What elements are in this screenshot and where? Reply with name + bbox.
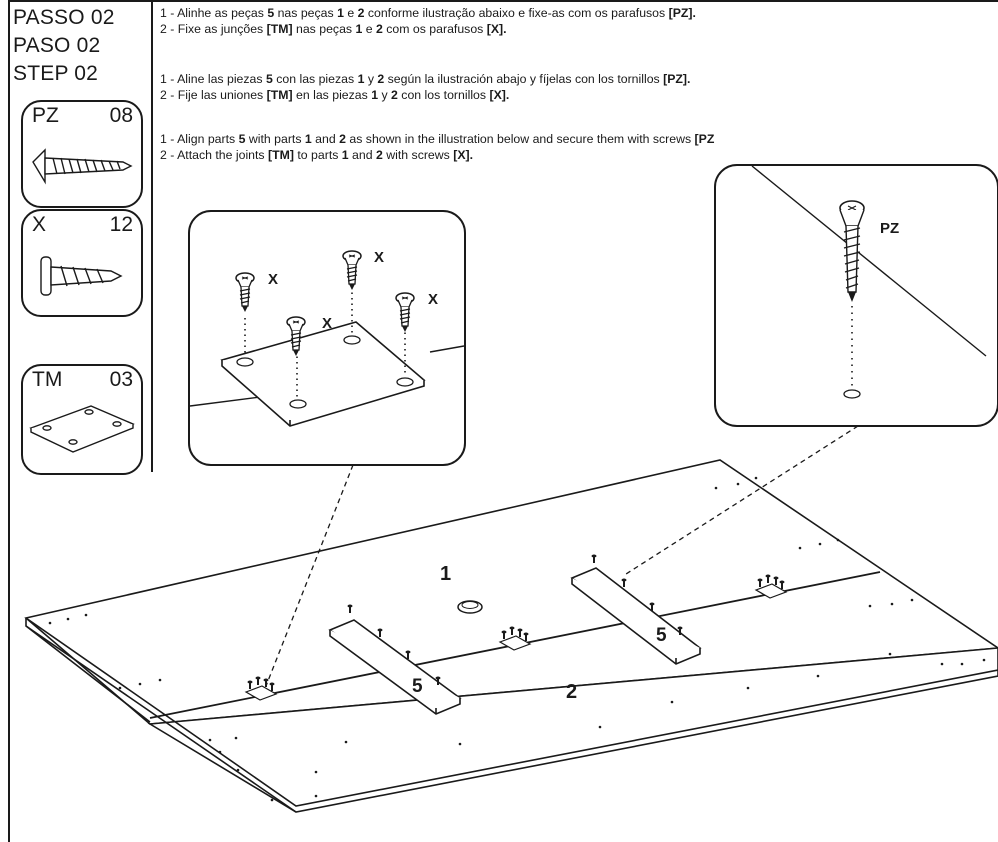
instruction-text: con las piezas bbox=[272, 72, 358, 86]
instruction-text: 2 - Attach the joints bbox=[160, 148, 268, 162]
instruction-emphasis: [X]. bbox=[489, 88, 510, 102]
instruction-emphasis: [TM] bbox=[266, 22, 293, 36]
board-part-5-right bbox=[570, 567, 702, 665]
board-holes bbox=[48, 476, 986, 802]
label-part-5-right: 5 bbox=[656, 625, 667, 646]
instruction-emphasis: 5 bbox=[267, 6, 275, 20]
instruction-emphasis: 1 bbox=[304, 132, 312, 146]
board-part-1 bbox=[24, 459, 998, 725]
hardware-code: X bbox=[32, 213, 47, 236]
instruction-emphasis: 2 bbox=[377, 72, 385, 86]
instruction-emphasis: 2 bbox=[391, 88, 398, 102]
instruction-emphasis: 1 bbox=[337, 6, 344, 20]
instruction-emphasis: 5 bbox=[238, 132, 246, 146]
instruction-pt-2: 2 - Fixe as junções [TM] nas peças 1 e 2… bbox=[160, 22, 507, 37]
label-part-2: 2 bbox=[566, 681, 577, 703]
instruction-emphasis: [PZ bbox=[694, 132, 715, 146]
instruction-emphasis: [PZ]. bbox=[668, 6, 696, 20]
instruction-text: y bbox=[364, 72, 378, 86]
label-x-3: X bbox=[428, 291, 438, 308]
leader-line-right bbox=[625, 425, 859, 575]
instruction-es-2: 2 - Fije las uniones [TM] en las piezas … bbox=[160, 88, 509, 103]
instruction-text: 1 - Aline las piezas bbox=[160, 72, 266, 86]
detail-box-pz: PZ bbox=[714, 164, 998, 427]
detail-box-joint: X X X X bbox=[188, 210, 466, 466]
instruction-emphasis: 2 bbox=[357, 6, 365, 20]
instruction-emphasis: [TM] bbox=[268, 148, 294, 162]
page-frame-top bbox=[8, 0, 998, 2]
instruction-emphasis: [X]. bbox=[453, 148, 474, 162]
hardware-card-pz: PZ 08 bbox=[21, 100, 143, 208]
instruction-text: and bbox=[311, 132, 340, 146]
step-heading-es: PASO 02 bbox=[13, 34, 101, 57]
leader-line-left bbox=[265, 464, 354, 687]
hardware-code: PZ bbox=[32, 104, 59, 127]
instruction-emphasis: 5 bbox=[265, 72, 273, 86]
instruction-emphasis: 1 bbox=[371, 88, 379, 102]
center-hole bbox=[457, 600, 483, 614]
instruction-text: com os parafusos bbox=[382, 22, 487, 36]
instruction-text: nas peças bbox=[292, 22, 356, 36]
hardware-qty: 08 bbox=[109, 104, 133, 127]
board-part-2 bbox=[25, 617, 998, 813]
instruction-emphasis: 1 bbox=[341, 148, 349, 162]
step-heading-en: STEP 02 bbox=[13, 62, 99, 85]
label-part-1: 1 bbox=[440, 563, 451, 585]
joint-plates-marks bbox=[244, 583, 788, 701]
instruction-es-1: 1 - Aline las piezas 5 con las piezas 1 … bbox=[160, 72, 690, 87]
hardware-qty: 12 bbox=[109, 213, 133, 236]
instruction-en-1: 1 - Align parts 5 with parts 1 and 2 as … bbox=[160, 132, 714, 147]
instruction-text: y bbox=[378, 88, 392, 102]
instruction-text: con los tornillos bbox=[397, 88, 490, 102]
instruction-text: 2 - Fije las uniones bbox=[160, 88, 267, 102]
instruction-text: 1 - Alinhe as peças bbox=[160, 6, 268, 20]
long-screw-icon bbox=[32, 148, 133, 185]
instruction-text: nas peças bbox=[274, 6, 338, 20]
instruction-text: as shown in the illustration below and s… bbox=[345, 132, 695, 146]
instruction-emphasis: 1 bbox=[355, 22, 363, 36]
label-pz: PZ bbox=[880, 220, 899, 237]
instruction-text: e bbox=[362, 22, 376, 36]
instruction-text: with parts bbox=[245, 132, 305, 146]
instruction-emphasis: 2 bbox=[376, 22, 383, 36]
instruction-text: and bbox=[348, 148, 376, 162]
instruction-text: with screws bbox=[382, 148, 454, 162]
instruction-text: to parts bbox=[293, 148, 342, 162]
instruction-emphasis: [X]. bbox=[486, 22, 507, 36]
hardware-code: TM bbox=[32, 368, 63, 391]
label-x-4: X bbox=[322, 315, 332, 332]
heading-separator bbox=[151, 2, 153, 472]
joint-plate-icon bbox=[29, 405, 135, 453]
instruction-emphasis: 1 bbox=[357, 72, 365, 86]
instruction-text: e bbox=[343, 6, 358, 20]
label-x-2: X bbox=[374, 249, 384, 266]
instruction-emphasis: [PZ]. bbox=[663, 72, 691, 86]
instruction-emphasis: 2 bbox=[339, 132, 346, 146]
step-heading-pt: PASSO 02 bbox=[13, 6, 115, 29]
hardware-qty: 03 bbox=[109, 368, 133, 391]
instruction-emphasis: 2 bbox=[376, 148, 383, 162]
instruction-text: según la ilustración abajo y fíjelas con… bbox=[384, 72, 664, 86]
short-screw-icon bbox=[40, 256, 123, 296]
instruction-en-2: 2 - Attach the joints [TM] to parts 1 an… bbox=[160, 148, 473, 163]
instruction-emphasis: [TM] bbox=[266, 88, 293, 102]
hardware-card-x: X 12 bbox=[21, 209, 143, 317]
instruction-pt-1: 1 - Alinhe as peças 5 nas peças 1 e 2 co… bbox=[160, 6, 696, 21]
label-part-5-left: 5 bbox=[412, 676, 423, 697]
page-frame-left bbox=[8, 0, 10, 842]
instruction-text: 1 - Align parts bbox=[160, 132, 239, 146]
instruction-text: 2 - Fixe as junções bbox=[160, 22, 267, 36]
instruction-text: conforme ilustração abaixo e fixe-as com… bbox=[364, 6, 669, 20]
instruction-text: en las piezas bbox=[292, 88, 372, 102]
label-x-1: X bbox=[268, 271, 278, 288]
board-part-5-left bbox=[328, 619, 462, 715]
hardware-card-tm: TM 03 bbox=[21, 364, 143, 475]
